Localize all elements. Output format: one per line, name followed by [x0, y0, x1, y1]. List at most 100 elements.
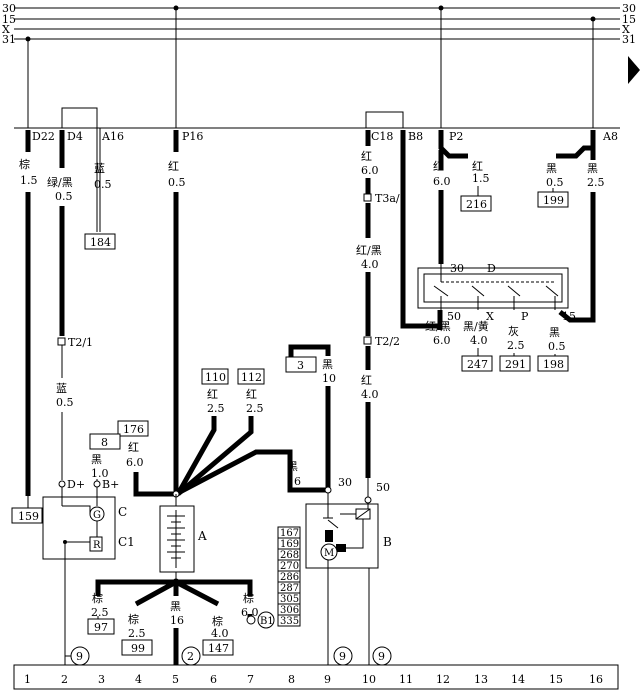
position-number: 15 [549, 673, 563, 686]
wire-112-color: 红 [246, 388, 257, 401]
gen-regulator [89, 536, 103, 552]
starter-contact [327, 519, 339, 529]
wire-d4-size: 0.5 [55, 190, 73, 203]
ref-box-247[interactable] [461, 355, 493, 372]
position-number: 16 [589, 673, 603, 686]
wire-c18-size: 6.0 [361, 164, 379, 177]
wire-16-main [174, 449, 326, 497]
wire-16-size: 16 [287, 475, 301, 488]
wire-97-size: 2.5 [91, 606, 109, 619]
wire-d22-color: 棕 [19, 157, 30, 171]
ref-box-97[interactable] [87, 618, 115, 635]
wire-p2-size: 6.0 [433, 175, 451, 188]
wire-97-color: 棕 [92, 591, 103, 605]
wire-a8-branch [556, 130, 596, 159]
wire-a8 [558, 192, 596, 323]
ref-216: 216 [466, 198, 487, 211]
ref-box-147[interactable] [202, 639, 234, 656]
ref-box-198[interactable] [537, 355, 569, 372]
wire-p16-color: 红 [168, 160, 179, 173]
position-number: 6 [210, 673, 217, 686]
ref-column-item: 270 [280, 561, 299, 572]
wire-216-color: 红 [472, 160, 483, 173]
wire-p16-size: 0.5 [168, 176, 186, 189]
wire-gnd-color: 黑 [170, 600, 181, 613]
ground-9-label: 9 [76, 650, 83, 663]
connector-p2: P2 [449, 130, 463, 143]
wire-a16-size: 0.5 [94, 178, 112, 191]
ref-column-item: 306 [280, 605, 299, 616]
position-number: 4 [135, 673, 142, 686]
rail-x-label-left: X [2, 23, 10, 36]
ref-box-159[interactable] [11, 507, 43, 524]
battery[interactable]: A [159, 494, 207, 573]
motor-label: M [324, 548, 334, 559]
ref-column-box[interactable] [277, 614, 301, 627]
starter[interactable]: M B [305, 493, 392, 569]
next-page-arrow-icon[interactable] [628, 56, 640, 84]
wire-112-size: 2.5 [246, 402, 264, 415]
ref-box-291[interactable] [499, 355, 531, 372]
gen-label-c: C [118, 505, 127, 519]
ref-box-99[interactable] [121, 639, 153, 656]
ref-199: 199 [543, 194, 564, 207]
ignition-switch[interactable]: D 30 50 X P 15 [417, 262, 576, 323]
connector-t2-1: T2/1 [68, 336, 93, 349]
internal-link [365, 111, 404, 128]
wire-a8-color: 黑 [587, 162, 598, 175]
ref-column-item: 169 [280, 539, 299, 550]
switch-term-15: 15 [562, 310, 576, 323]
wire-110-color: 红 [207, 388, 218, 401]
ref-box-112[interactable] [237, 368, 265, 385]
ignition-switch-inner [423, 273, 563, 303]
position-number: 14 [511, 673, 525, 686]
ref-column-item: 268 [280, 550, 299, 561]
ref-291: 291 [505, 358, 526, 371]
wire-110 [175, 416, 217, 496]
connector-labels: D22 D4 A16 P16 C18 B8 P2 A8 [32, 130, 618, 143]
ref-110: 110 [205, 371, 226, 384]
wire-110-size: 2.5 [207, 402, 225, 415]
gen-label-c1: C1 [118, 535, 135, 549]
wire-b1-color: 棕 [243, 591, 254, 605]
ref-box-184[interactable] [84, 233, 116, 250]
rail-30-label-left: 30 [2, 2, 16, 15]
ref-box-8[interactable] [89, 433, 121, 450]
connector-t3a-1-icon [363, 193, 372, 202]
ignition-switch-body [417, 267, 569, 309]
generator[interactable]: D+ B+ G R C C1 [42, 478, 135, 560]
starter-terminal-50-node [364, 496, 372, 504]
switch-contact [433, 285, 449, 297]
wire-dp-color: 灰 [508, 324, 519, 338]
switch-contact [545, 285, 559, 297]
ref-box-216[interactable] [460, 195, 492, 212]
wire-gnd-size: 16 [170, 614, 184, 627]
starter-terminal-30-node [324, 486, 332, 494]
starter-wire [346, 545, 364, 549]
wire-176 [133, 472, 176, 497]
ref-box-199[interactable] [537, 191, 569, 208]
wire-d15-size: 0.5 [548, 340, 566, 353]
wire-3 [288, 344, 331, 357]
wire-99-color: 棕 [128, 612, 139, 626]
position-number: 13 [474, 673, 488, 686]
connector-a16: A16 [101, 130, 124, 143]
wire-a16-color: 蓝 [94, 162, 105, 175]
ref-box-110[interactable] [201, 368, 229, 385]
wire-t21-size: 0.5 [56, 396, 74, 409]
rail-31-label-right: 31 [622, 33, 636, 46]
wire-176-size: 6.0 [126, 456, 144, 469]
wire-8-color: 黑 [91, 453, 102, 466]
wire-d4-color: 绿/黑 [47, 175, 73, 189]
gen-bplus-terminal [93, 480, 101, 488]
rail-30-label-right: 30 [622, 2, 636, 15]
position-number: 8 [288, 673, 295, 686]
ref-99: 99 [131, 642, 145, 655]
ref-column-item: 335 [280, 616, 299, 627]
rail-31-label-left: 31 [2, 33, 16, 46]
ref-box-3[interactable] [285, 356, 317, 373]
position-number: 2 [61, 673, 68, 686]
ref-box-176[interactable] [117, 420, 149, 437]
